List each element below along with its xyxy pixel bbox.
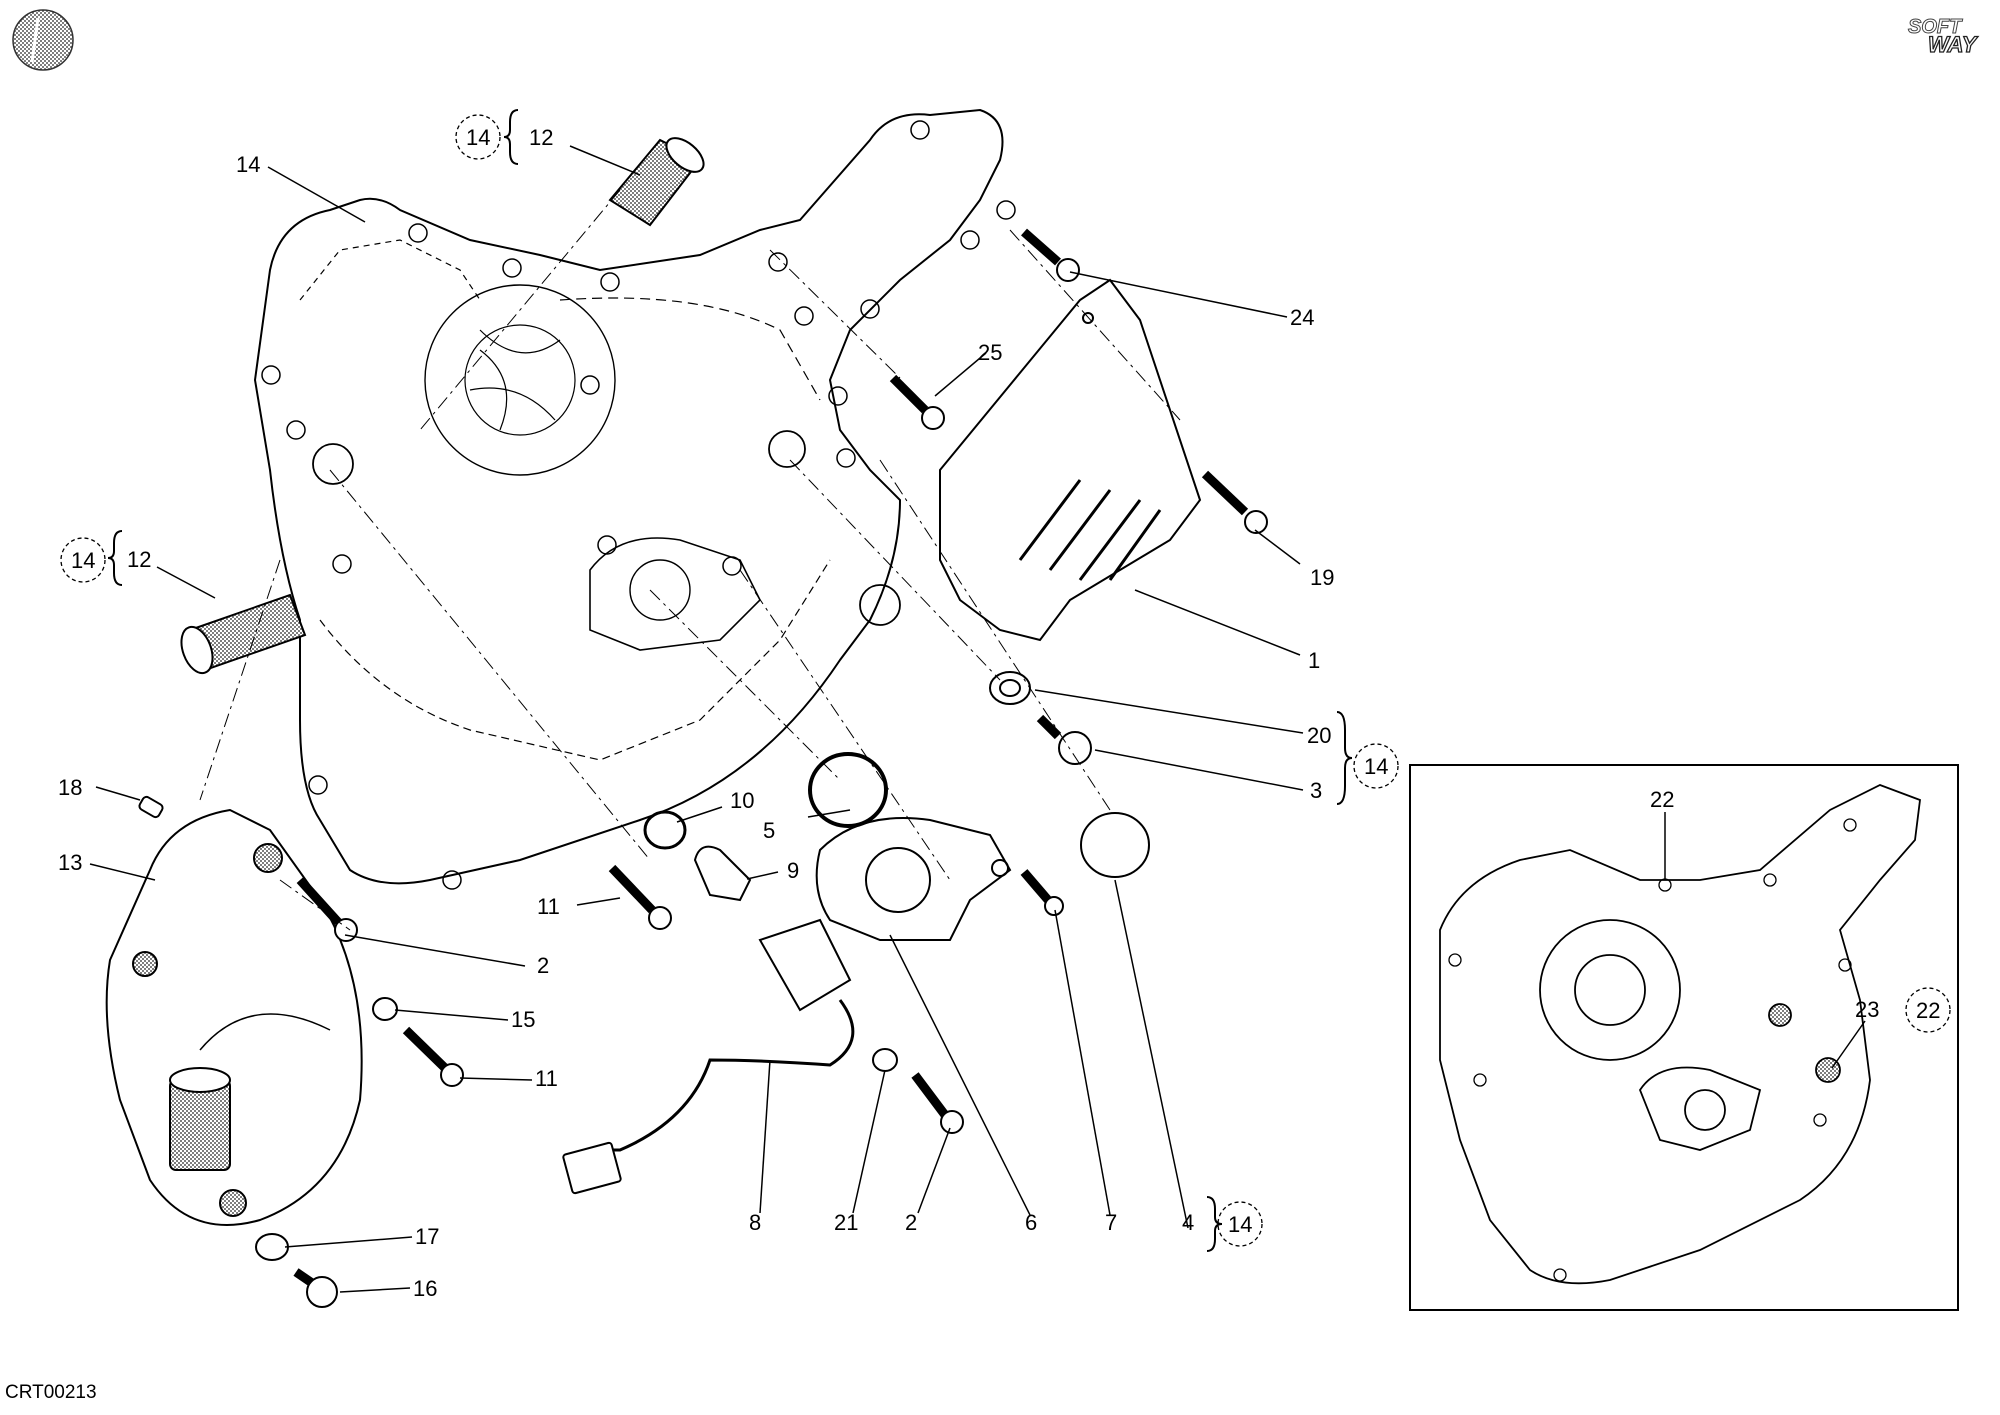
ref-14-right: 14: [1364, 754, 1388, 779]
callout-6: 6: [1025, 1210, 1037, 1235]
callout-2-lower: 2: [905, 1210, 917, 1235]
callout-17: 17: [415, 1224, 439, 1249]
callout-21: 21: [834, 1210, 858, 1235]
group-braces: [107, 109, 1353, 1252]
callout-19: 19: [1310, 565, 1334, 590]
callout-2-upper: 2: [537, 953, 549, 978]
logo-text-bottom: WAY: [1928, 32, 1979, 57]
callout-5: 5: [763, 818, 775, 843]
small-parts: [138, 137, 1268, 1308]
callout-24: 24: [1290, 305, 1314, 330]
callout-7: 7: [1105, 1210, 1117, 1235]
callout-1: 1: [1308, 648, 1320, 673]
callout-12-upper: 12: [529, 125, 553, 150]
clutch-cover: [253, 108, 1016, 890]
callout-16: 16: [413, 1276, 437, 1301]
disc-icon: [12, 9, 74, 71]
reference-circles: [60, 114, 1951, 1247]
assembly-axes: [199, 189, 1181, 931]
callout-11-upper: 11: [537, 894, 560, 919]
callout-3: 3: [1310, 778, 1322, 803]
callout-10: 10: [730, 788, 754, 813]
drawing-code: CRT00213: [5, 1382, 97, 1403]
callout-4: 4: [1182, 1210, 1194, 1235]
callout-labels: 1 2 2 3 4 5 6 7 8 9 10 11 11 12 12 13 14…: [58, 125, 1879, 1301]
callout-11-lower: 11: [535, 1066, 558, 1091]
callout-15: 15: [511, 1007, 535, 1032]
ref-14-upper: 14: [466, 125, 490, 150]
callout-9: 9: [787, 858, 799, 883]
reference-labels: 14 14 14 14 22: [71, 125, 1940, 1237]
callout-23: 23: [1855, 997, 1879, 1022]
callout-25: 25: [978, 340, 1002, 365]
ref-14-left: 14: [71, 548, 95, 573]
ref-22: 22: [1916, 998, 1940, 1023]
callout-18: 18: [58, 775, 82, 800]
callout-8: 8: [749, 1210, 761, 1235]
callout-12-left: 12: [127, 547, 151, 572]
callout-14: 14: [236, 152, 260, 177]
callout-20: 20: [1307, 723, 1331, 748]
ref-14-bottom: 14: [1228, 1212, 1252, 1237]
softway-logo: SOFT WAY: [1905, 12, 1990, 58]
sprocket-guard: [939, 278, 1202, 642]
water-pump-cover: [105, 808, 363, 1226]
leader-lines: [89, 145, 1866, 1293]
logo-text-top: SOFT: [1908, 16, 1963, 38]
callout-13: 13: [58, 850, 82, 875]
inset-view: [1409, 764, 1959, 1311]
callout-22: 22: [1650, 787, 1674, 812]
